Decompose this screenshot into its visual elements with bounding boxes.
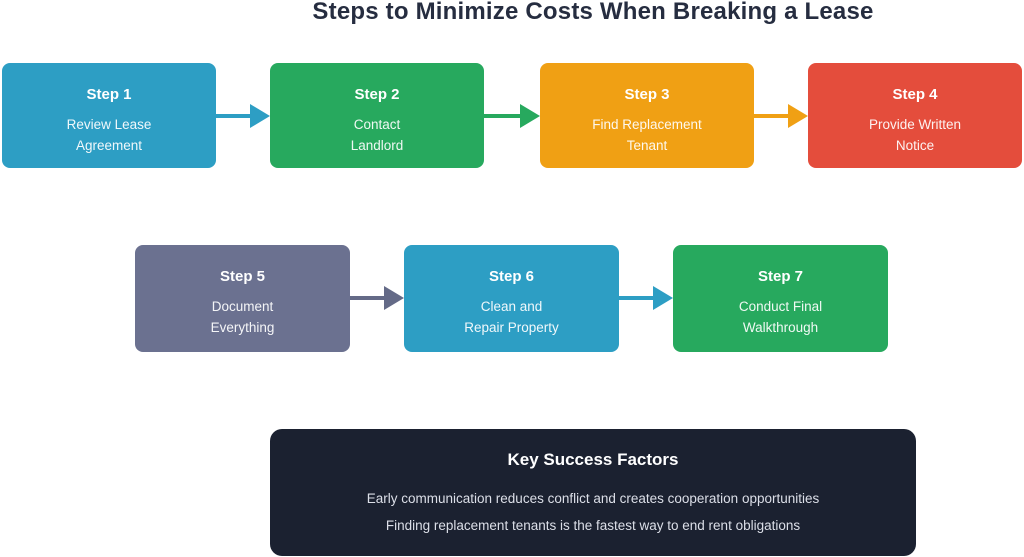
- arrow-head: [384, 286, 404, 310]
- step-1-line-1: Review Lease: [66, 117, 152, 132]
- step-2-line-2: Landlord: [350, 138, 404, 153]
- step-5-line-1: Document: [211, 299, 274, 314]
- step-1-line-2: Agreement: [75, 138, 143, 153]
- arrow-shaft: [216, 114, 258, 118]
- step-box-5: Step 5 Document Everything: [135, 245, 350, 352]
- arrow-right-icon: [216, 103, 270, 129]
- key-success-factors-title: Key Success Factors: [507, 450, 679, 469]
- step-1-title: Step 1: [86, 86, 132, 103]
- step-7-title: Step 7: [757, 268, 803, 285]
- step-4-line-2: Notice: [895, 138, 935, 153]
- step-4-title: Step 4: [892, 86, 938, 103]
- arrow-shaft: [619, 296, 661, 300]
- step-4-line-1: Provide Written: [868, 117, 962, 132]
- step-7-line-1: Conduct Final: [738, 299, 823, 314]
- key-success-factor-2: Finding replacement tenants is the faste…: [385, 518, 801, 533]
- key-success-factors-box: Key Success Factors Early communication …: [270, 429, 916, 556]
- arrow-right-icon: [350, 285, 404, 311]
- step-box-4: Step 4 Provide Written Notice: [808, 63, 1022, 168]
- step-2-title: Step 2: [354, 86, 400, 103]
- arrow-shaft: [754, 114, 796, 118]
- step-box-2: Step 2 Contact Landlord: [270, 63, 484, 168]
- step-3-title: Step 3: [624, 86, 670, 103]
- step-6-line-2: Repair Property: [464, 320, 559, 335]
- step-6-line-1: Clean and: [480, 299, 543, 314]
- arrow-right-icon: [484, 103, 540, 129]
- step-box-6: Step 6 Clean and Repair Property: [404, 245, 619, 352]
- arrow-right-icon: [754, 103, 808, 129]
- step-5-line-2: Everything: [210, 320, 275, 335]
- arrow-shaft: [484, 114, 528, 118]
- arrow-head: [520, 104, 540, 128]
- arrow-head: [250, 104, 270, 128]
- arrow-head: [653, 286, 673, 310]
- step-2-line-1: Contact: [353, 117, 401, 132]
- arrow-shaft: [350, 296, 392, 300]
- step-box-3: Step 3 Find Replacement Tenant: [540, 63, 754, 168]
- arrow-head: [788, 104, 808, 128]
- step-3-line-2: Tenant: [626, 138, 668, 153]
- step-box-7: Step 7 Conduct Final Walkthrough: [673, 245, 888, 352]
- step-6-title: Step 6: [488, 268, 534, 285]
- step-5-title: Step 5: [219, 268, 265, 285]
- diagram-title: Steps to Minimize Costs When Breaking a …: [312, 0, 874, 25]
- step-3-line-1: Find Replacement: [592, 117, 702, 132]
- step-box-1: Step 1 Review Lease Agreement: [2, 63, 216, 168]
- step-7-line-2: Walkthrough: [742, 320, 819, 335]
- arrow-right-icon: [619, 285, 673, 311]
- key-success-factor-1: Early communication reduces conflict and…: [366, 491, 820, 506]
